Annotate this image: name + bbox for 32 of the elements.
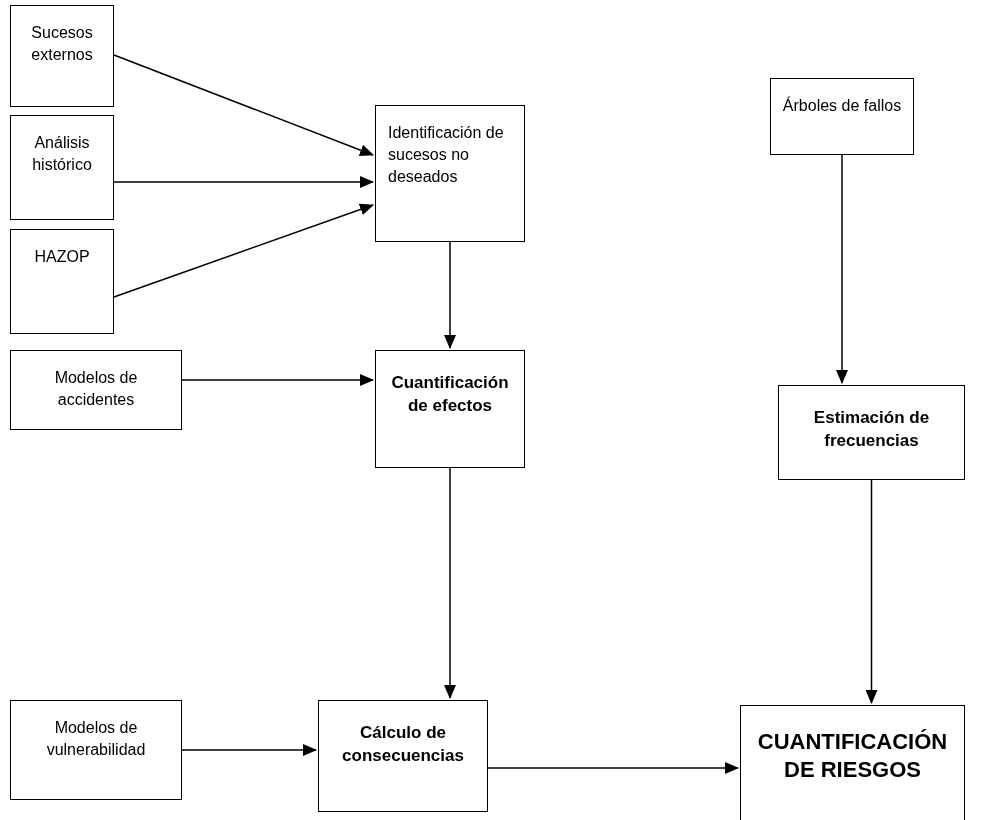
process-box bbox=[375, 105, 525, 242]
box-label: Cálculo de consecuencias bbox=[341, 722, 465, 768]
arrow bbox=[113, 203, 374, 298]
box-label: Análisis histórico bbox=[31, 133, 93, 175]
process-box bbox=[318, 700, 488, 812]
box-label: CUANTIFICACIÓN DE RIESGOS bbox=[756, 728, 949, 783]
process-box bbox=[778, 385, 965, 480]
process-box bbox=[10, 5, 114, 107]
box-label: HAZOP bbox=[34, 247, 90, 267]
box-label: Cuantificación de efectos bbox=[390, 372, 510, 418]
process-box bbox=[375, 350, 525, 468]
process-box bbox=[10, 229, 114, 334]
arrow bbox=[444, 467, 456, 699]
arrow bbox=[487, 762, 739, 774]
arrow bbox=[181, 744, 317, 756]
arrow bbox=[181, 374, 374, 386]
process-box bbox=[10, 350, 182, 430]
process-box bbox=[740, 705, 965, 820]
box-label: Identificación de sucesos no deseados bbox=[388, 123, 505, 187]
arrow bbox=[836, 154, 848, 384]
arrow bbox=[444, 241, 456, 349]
process-box bbox=[770, 78, 914, 155]
box-label: Modelos de accidentes bbox=[53, 368, 139, 410]
box-label: Árboles de fallos bbox=[782, 95, 902, 116]
arrow bbox=[113, 176, 374, 188]
box-label: Sucesos externos bbox=[30, 23, 94, 65]
process-box bbox=[10, 700, 182, 800]
arrow bbox=[113, 54, 374, 156]
box-label: Modelos de vulnerabilidad bbox=[45, 718, 147, 760]
arrow bbox=[865, 479, 878, 704]
box-label: Estimación de frecuencias bbox=[812, 407, 931, 453]
process-box bbox=[10, 115, 114, 220]
